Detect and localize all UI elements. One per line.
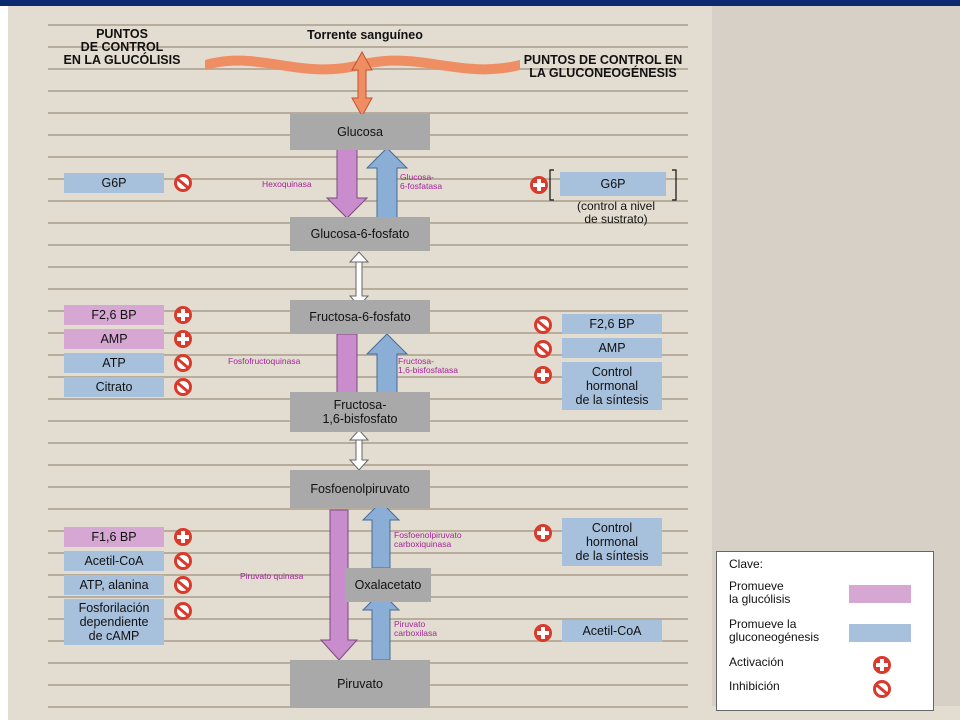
enzyme-hexoquinasa: Hexoquinasa <box>262 179 312 189</box>
metabolite-glucosa: Glucosa <box>290 114 430 150</box>
left-regulator-atp-alanina: ATP, alanina <box>64 575 164 595</box>
legend-activation-label: Activación <box>729 655 784 669</box>
inhibition-icon <box>174 174 192 192</box>
left-regulator-f16bp: F1,6 BP <box>64 527 164 547</box>
left-regulator-f26bp: F2,6 BP <box>64 305 164 325</box>
legend-glycolysis-swatch <box>849 585 911 603</box>
legend-gluconeogenesis-swatch <box>849 624 911 642</box>
metabolite-oxalacetato: Oxalacetato <box>345 568 431 602</box>
right-regulator-acetilcoa: Acetil-CoA <box>562 620 662 642</box>
activation-icon <box>174 528 192 546</box>
inhibition-icon <box>174 576 192 594</box>
left-regulator-amp: AMP <box>64 329 164 349</box>
metabolite-f6p: Fructosa-6-fosfato <box>290 300 430 334</box>
enzyme-pc: Piruvato carboxilasa <box>394 619 437 638</box>
left-regulator-atp: ATP <box>64 353 164 373</box>
activation-icon <box>534 624 552 642</box>
legend-gluconeogenesis-label: Promueve la gluconeogénesis <box>729 617 820 644</box>
blood-stream-label: Torrente sanguíneo <box>307 28 423 42</box>
enzyme-g6fosfatasa: Glucosa- 6-fosfatasa <box>400 172 443 191</box>
gluconeogenesis-arrow-1 <box>365 147 409 219</box>
right-regulator-g6p-note: (control a nivel de sustrato) <box>576 199 656 226</box>
activation-icon <box>534 524 552 542</box>
glycolysis-arrow-1 <box>325 147 369 219</box>
activation-icon <box>534 366 552 384</box>
legend-glycolysis-label: Promueve la glucólisis <box>729 579 791 606</box>
bracket-g6p <box>549 169 677 201</box>
metabolite-piruvato: Piruvato <box>290 660 430 708</box>
right-regulator-amp: AMP <box>562 338 662 358</box>
left-regulator-citrato: Citrato <box>64 377 164 397</box>
inhibition-icon <box>534 340 552 358</box>
inhibition-icon <box>174 602 192 620</box>
right-regulator-f26bp: F2,6 BP <box>562 314 662 334</box>
inhibition-icon <box>174 378 192 396</box>
inhibition-icon <box>174 552 192 570</box>
right-regulator-control-1: Control hormonal de la síntesis <box>562 362 662 410</box>
right-regulator-g6p: G6P <box>560 172 666 196</box>
isomerase-arrow <box>348 255 370 307</box>
inhibition-icon <box>534 316 552 334</box>
left-regulator-g6p: G6P <box>64 173 164 193</box>
enzyme-pepck: Fosfoenolpiruvato carboxiquinasa <box>394 530 462 549</box>
top-bar <box>0 0 960 6</box>
glycolytic-steps-arrow <box>348 435 370 471</box>
glycolysis-arrow-3 <box>319 509 359 661</box>
activation-icon <box>174 306 192 324</box>
legend-inhibition-label: Inhibición <box>729 679 780 693</box>
gluconeogenesis-arrow-4 <box>361 501 401 569</box>
activation-icon <box>530 176 548 194</box>
legend-activation-icon <box>873 656 891 674</box>
legend-inhibition-icon <box>873 680 891 698</box>
right-regulator-control-2: Control hormonal de la síntesis <box>562 518 662 566</box>
metabolite-f16bp: Fructosa- 1,6-bisfosfato <box>290 392 430 432</box>
enzyme-pfk: Fosfofructoquinasa <box>228 356 301 366</box>
legend-box: Clave: Promueve la glucólisis Promueve l… <box>716 551 934 711</box>
enzyme-fbpasa: Fructosa- 1,6-bisfosfatasa <box>398 356 459 375</box>
inhibition-icon <box>174 354 192 372</box>
heading-glycolysis: PUNTOS DE CONTROL EN LA GLUCÓLISIS <box>63 27 181 67</box>
legend-title: Clave: <box>729 557 764 571</box>
metabolite-pep: Fosfoenolpiruvato <box>290 470 430 508</box>
left-regulator-fosforilacion: Fosforilación dependiente de cAMP <box>64 599 164 645</box>
enzyme-pk: Piruvato quinasa <box>240 571 304 581</box>
heading-gluconeogenesis: PUNTOS DE CONTROL EN LA GLUCONEOGÉNESIS <box>523 53 683 80</box>
metabolite-g6p: Glucosa-6-fosfato <box>290 217 430 251</box>
activation-icon <box>174 330 192 348</box>
left-regulator-acetilcoa: Acetil-CoA <box>64 551 164 571</box>
